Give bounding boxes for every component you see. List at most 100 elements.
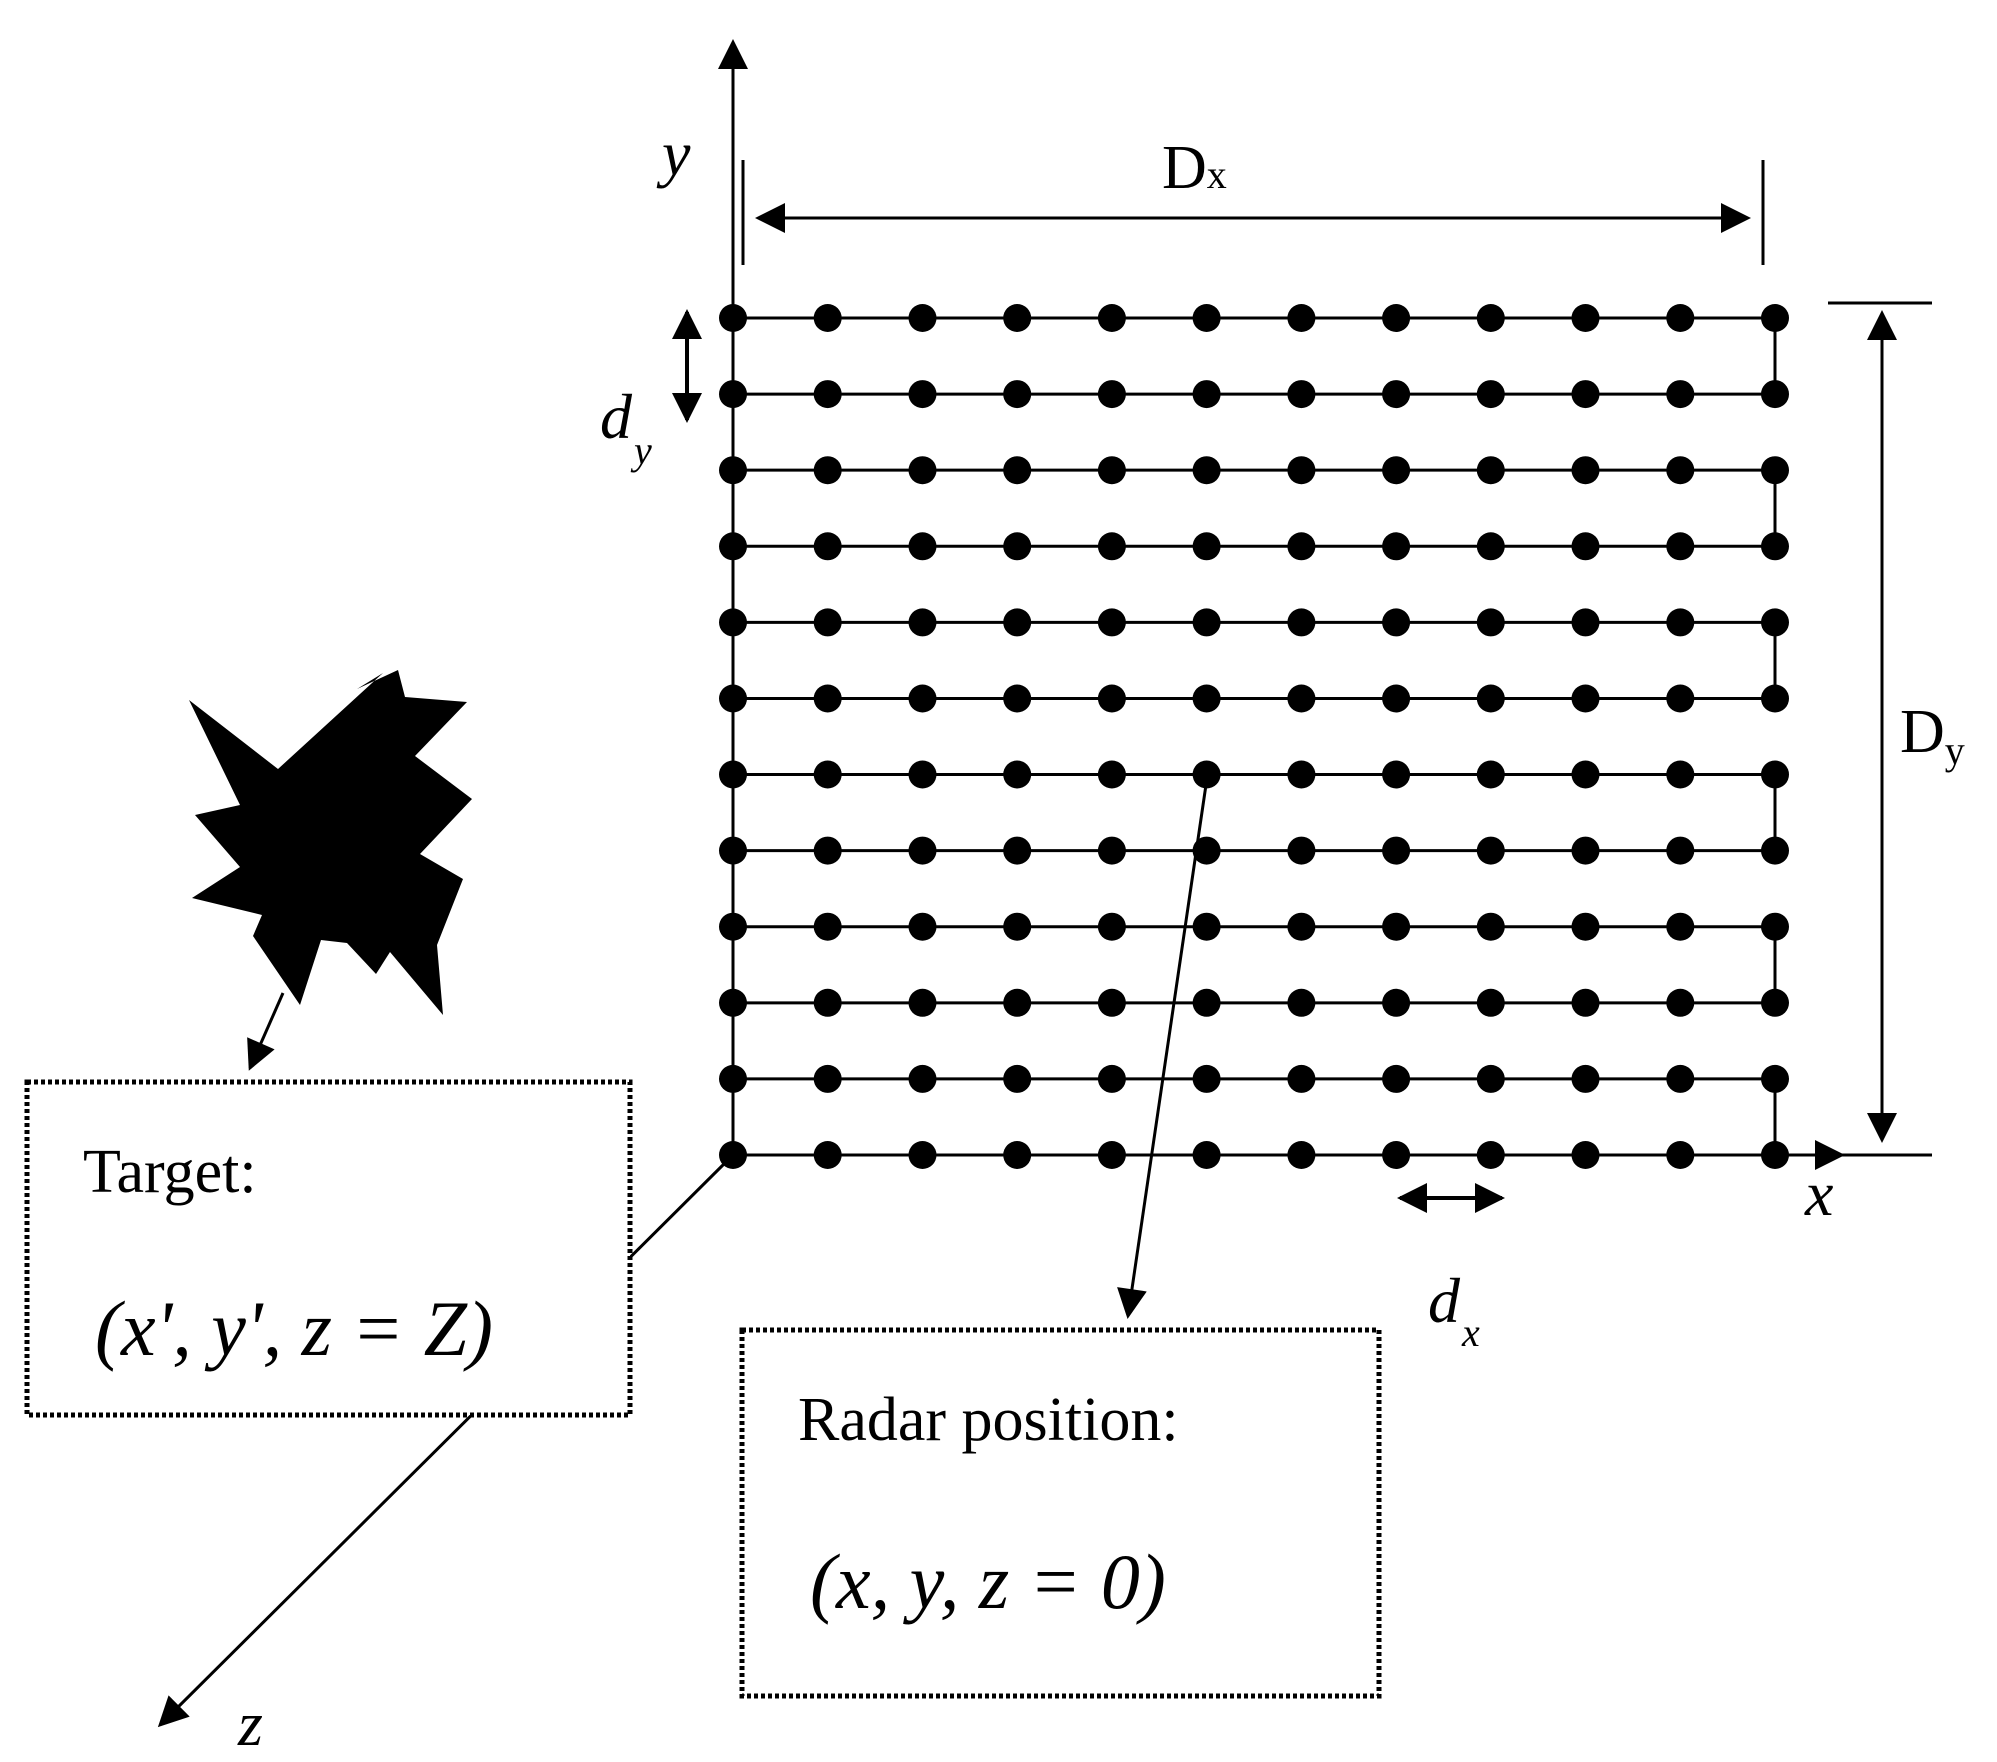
scan-grid-point bbox=[1666, 1141, 1695, 1169]
scan-grid-point bbox=[813, 836, 842, 865]
scan-grid-point bbox=[813, 1141, 842, 1169]
target-pointer-arrow bbox=[247, 992, 285, 1071]
scan-grid-point bbox=[1003, 380, 1032, 409]
scan-grid-point bbox=[1382, 988, 1411, 1017]
scan-grid-point bbox=[1571, 760, 1600, 789]
scan-grid-point bbox=[1666, 836, 1695, 865]
scan-path-line bbox=[731, 316, 1777, 1157]
x-axis-label: x bbox=[1804, 1158, 1833, 1229]
scan-grid-point bbox=[1571, 456, 1600, 485]
scan-grid-point bbox=[1003, 304, 1032, 332]
scan-grid-point bbox=[1761, 380, 1789, 409]
scan-grid-point bbox=[1382, 380, 1411, 409]
target-box bbox=[24, 1079, 633, 1418]
scan-grid-point bbox=[1003, 760, 1032, 789]
scan-grid-point bbox=[1097, 988, 1126, 1017]
scan-grid-point bbox=[1382, 608, 1411, 637]
scan-grid-point bbox=[1666, 988, 1695, 1017]
z-axis-label: z bbox=[237, 1688, 263, 1759]
scan-grid-point bbox=[719, 684, 747, 713]
scan-grid-point bbox=[908, 836, 937, 865]
scan-grid-point bbox=[908, 304, 937, 332]
scan-grid-point bbox=[1003, 912, 1032, 941]
scan-grid-point bbox=[1192, 1141, 1221, 1169]
scan-grid-point bbox=[1666, 684, 1695, 713]
scan-grid-point bbox=[813, 304, 842, 332]
dy-label: dy bbox=[600, 381, 652, 473]
scan-grid-point bbox=[1192, 760, 1221, 789]
scan-grid-point bbox=[1571, 684, 1600, 713]
scan-grid-point bbox=[1476, 532, 1505, 561]
target-coords: (x', y', z = Z) bbox=[95, 1285, 493, 1372]
scan-grid-point bbox=[908, 456, 937, 485]
scan-grid-point bbox=[1003, 608, 1032, 637]
scan-grid-point bbox=[1287, 380, 1316, 409]
scan-grid-point bbox=[1097, 1064, 1126, 1093]
scan-grid-point bbox=[1571, 836, 1600, 865]
scan-grid-point bbox=[1666, 912, 1695, 941]
scan-grid-point bbox=[1192, 1064, 1221, 1093]
scan-grid-point bbox=[719, 608, 747, 637]
scan-grid-point bbox=[1192, 456, 1221, 485]
scan-grid-point bbox=[1097, 684, 1126, 713]
scan-grid-points bbox=[719, 304, 1789, 1169]
scan-grid-point bbox=[908, 1064, 937, 1093]
scan-grid-point bbox=[813, 988, 842, 1017]
scan-grid-point bbox=[1287, 988, 1316, 1017]
scan-grid-point bbox=[719, 836, 747, 865]
scan-grid-point bbox=[1097, 912, 1126, 941]
scan-grid-point bbox=[1192, 380, 1221, 409]
scan-grid-point bbox=[1003, 532, 1032, 561]
scan-grid-point bbox=[719, 1064, 747, 1093]
Dy-label: Dy bbox=[1900, 698, 1965, 773]
scan-grid-point bbox=[1287, 304, 1316, 332]
scan-grid-point bbox=[908, 608, 937, 637]
scan-grid-point bbox=[1192, 836, 1221, 865]
scan-grid-point bbox=[1666, 1064, 1695, 1093]
scan-grid-point bbox=[1003, 836, 1032, 865]
scan-grid-point bbox=[1382, 760, 1411, 789]
scan-grid-point bbox=[1382, 684, 1411, 713]
scan-grid-point bbox=[719, 988, 747, 1017]
scan-grid-point bbox=[1382, 456, 1411, 485]
scan-grid-point bbox=[1666, 532, 1695, 561]
scan-grid-point bbox=[1761, 760, 1789, 789]
starburst-icon bbox=[189, 670, 472, 1015]
scan-grid-point bbox=[1666, 608, 1695, 637]
scan-grid-point bbox=[1382, 1064, 1411, 1093]
scan-grid-point bbox=[1097, 608, 1126, 637]
scan-grid-point bbox=[1476, 608, 1505, 637]
scan-grid-point bbox=[908, 1141, 937, 1169]
scan-grid-point bbox=[1192, 684, 1221, 713]
scan-grid-point bbox=[908, 988, 937, 1017]
scan-grid-point bbox=[1097, 836, 1126, 865]
scan-grid-point bbox=[1003, 1064, 1032, 1093]
radar-box bbox=[739, 1327, 1382, 1699]
scan-grid-point bbox=[719, 380, 747, 409]
scan-grid-point bbox=[1476, 836, 1505, 865]
scan-grid-point bbox=[1666, 380, 1695, 409]
scan-grid-point bbox=[1761, 988, 1789, 1017]
scan-grid-point bbox=[1666, 760, 1695, 789]
scan-grid-point bbox=[1476, 304, 1505, 332]
scan-grid-point bbox=[908, 532, 937, 561]
scan-grid-point bbox=[908, 760, 937, 789]
scan-grid-point bbox=[813, 760, 842, 789]
scan-grid-point bbox=[1003, 988, 1032, 1017]
scan-grid-point bbox=[813, 684, 842, 713]
scan-grid-point bbox=[1666, 304, 1695, 332]
radar-pointer-arrow bbox=[1117, 777, 1209, 1319]
scan-grid-point bbox=[1476, 1064, 1505, 1093]
scan-grid-point bbox=[1287, 1064, 1316, 1093]
scan-grid-point bbox=[813, 380, 842, 409]
scan-grid-point bbox=[1382, 1141, 1411, 1169]
scan-grid-point bbox=[908, 380, 937, 409]
scan-grid-point bbox=[813, 912, 842, 941]
scan-grid-point bbox=[1287, 456, 1316, 485]
scan-grid-point bbox=[1287, 836, 1316, 865]
scan-grid-point bbox=[1571, 1141, 1600, 1169]
scan-grid-point bbox=[1097, 380, 1126, 409]
target-title: Target: bbox=[83, 1138, 257, 1206]
scan-grid-point bbox=[1761, 456, 1789, 485]
Dx-label: Dx bbox=[1162, 134, 1227, 202]
